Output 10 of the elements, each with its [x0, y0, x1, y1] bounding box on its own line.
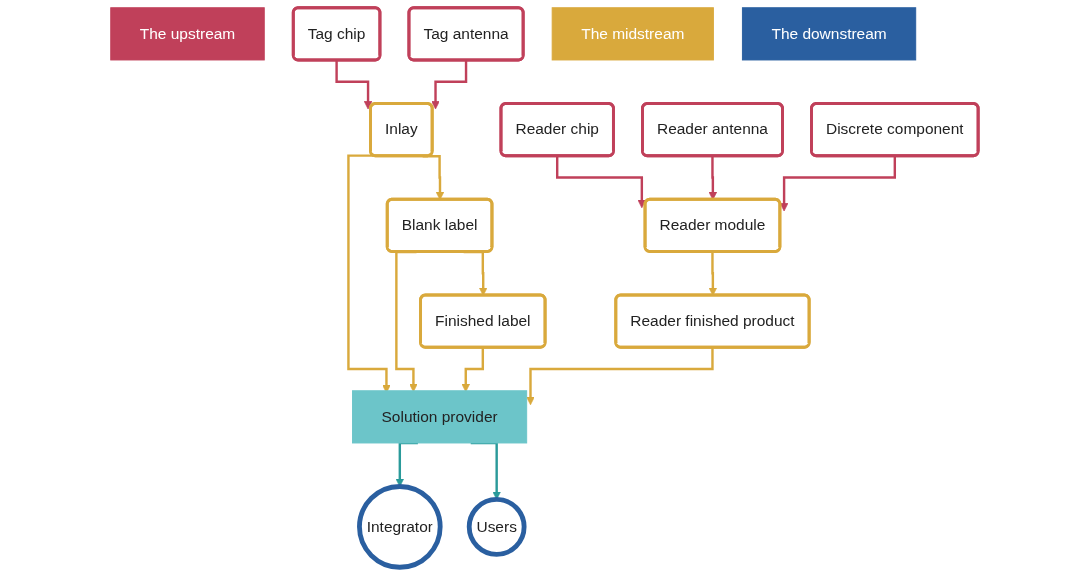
arrow: [556, 155, 647, 209]
node-circle: Users: [466, 497, 527, 557]
arrow: [431, 59, 468, 110]
node-circle: Integrator: [357, 484, 443, 570]
node-box: The upstream: [110, 7, 265, 61]
node-box: The downstream: [742, 7, 917, 61]
node-box: The midstream: [551, 7, 714, 61]
node-box: Solution provider: [352, 390, 528, 444]
arrow: [779, 155, 897, 212]
arrow: [335, 59, 373, 110]
